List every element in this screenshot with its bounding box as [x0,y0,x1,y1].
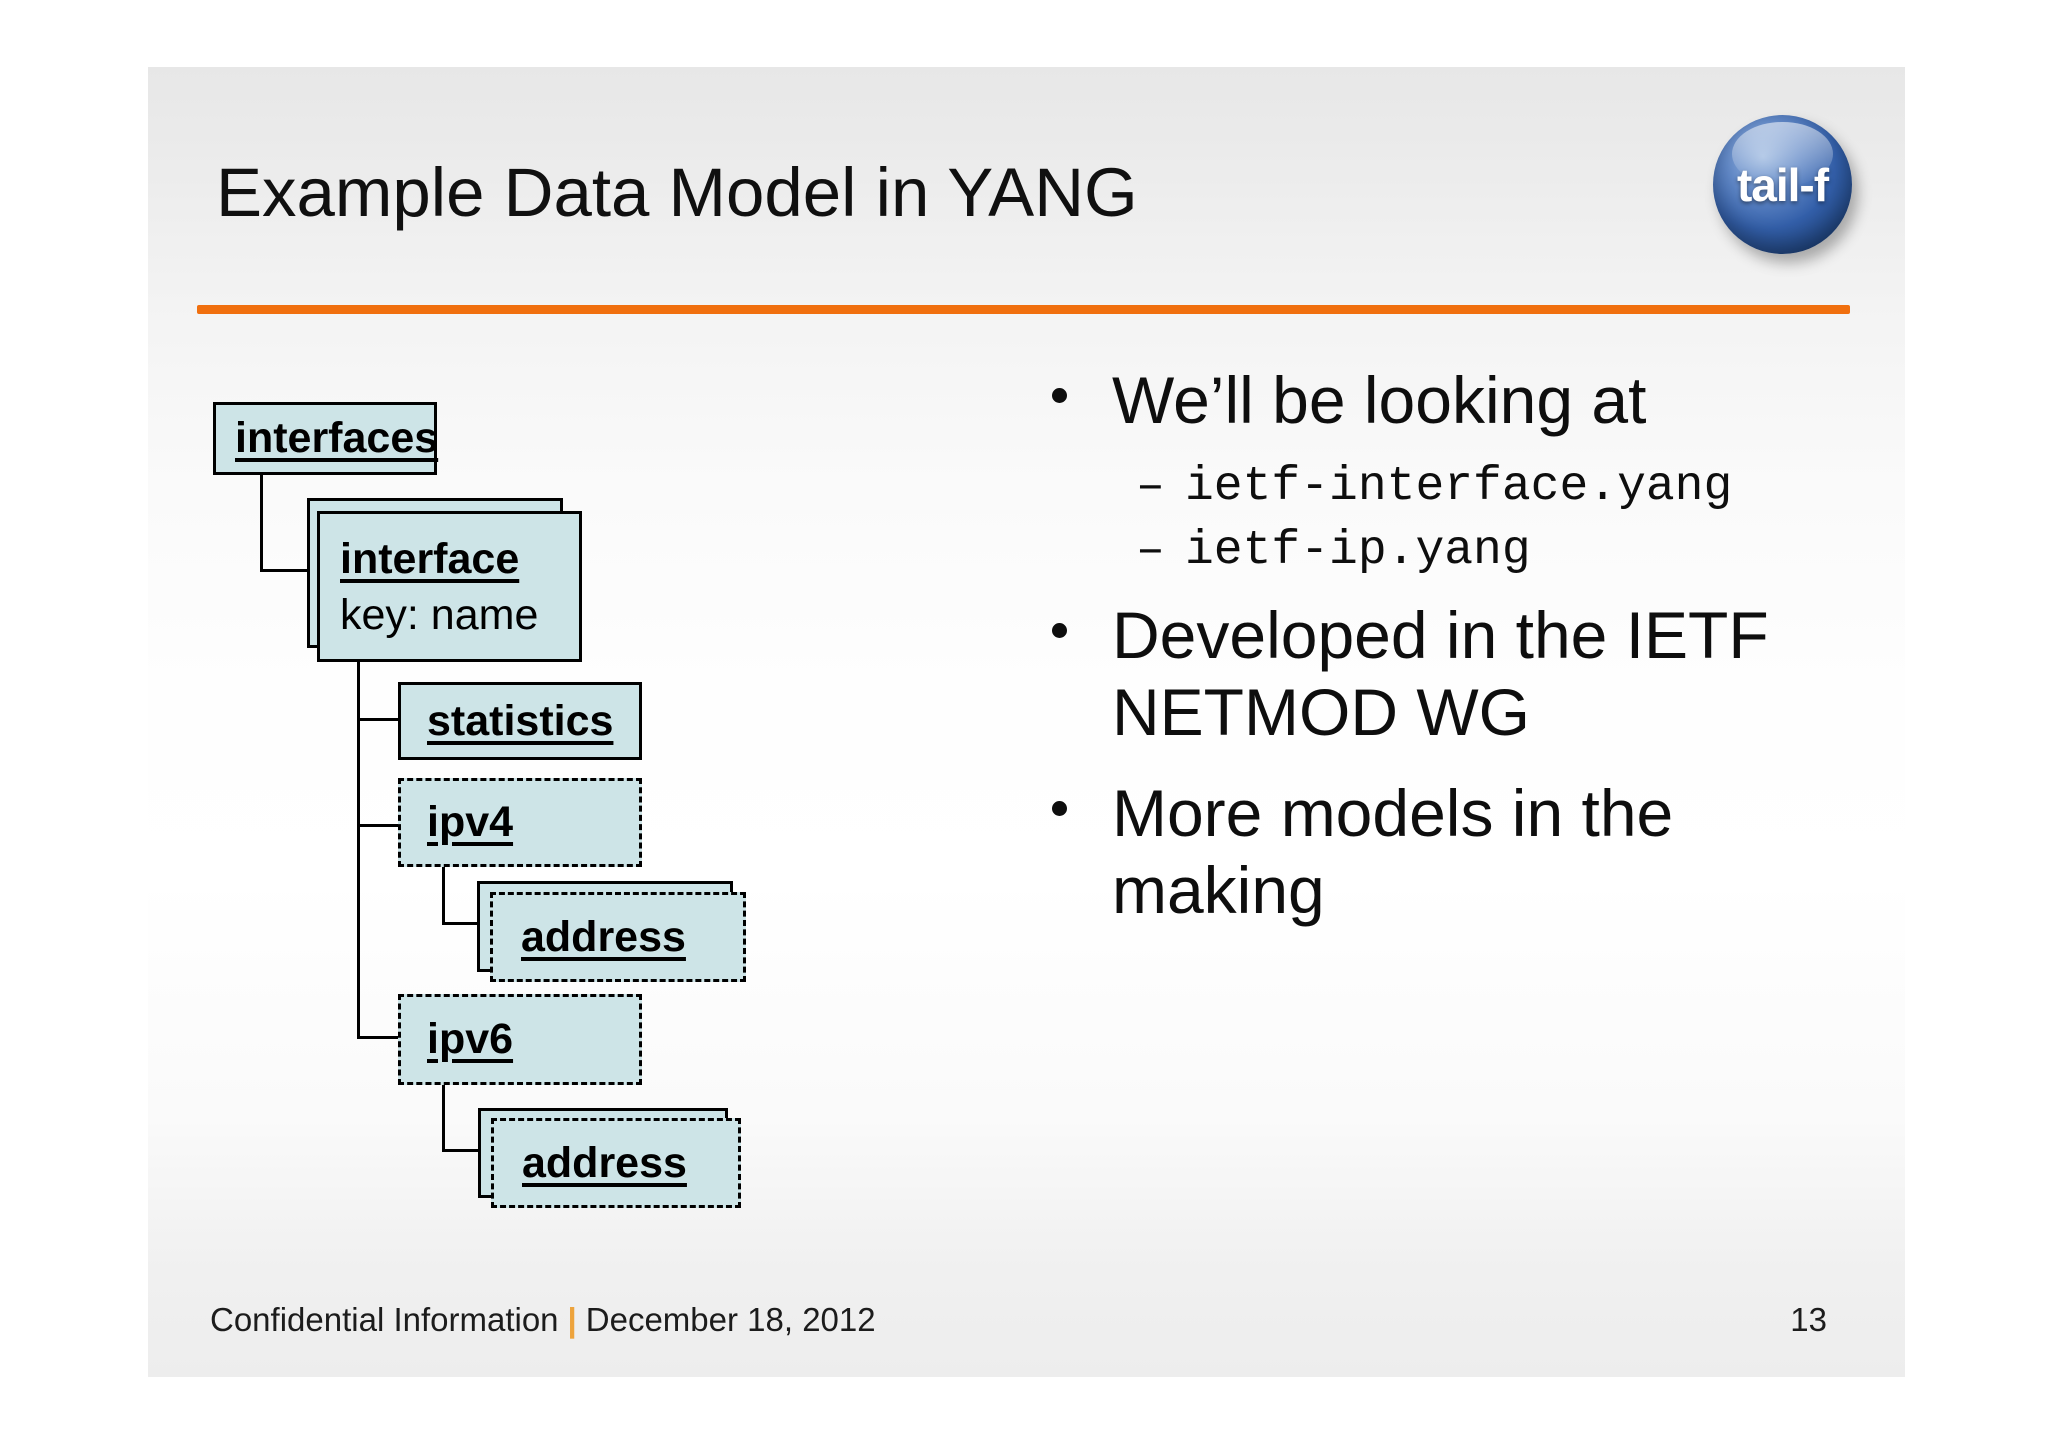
connector-ipv4-branch [360,824,398,827]
footer: Confidential Information|December 18, 20… [210,1301,876,1339]
tailf-logo-icon: tail-f [1713,115,1852,254]
bullet-item-developed-ietf: • Developed in the IETF NETMOD WG [1050,597,1860,751]
sub-bullet-text: ietf-interface.yang [1185,460,1733,514]
node-statistics: statistics [398,682,642,760]
page-number: 13 [1790,1301,1827,1338]
node-interface-key: key: name [340,590,539,639]
sub-bullet-ietf-interface: – ietf-interface.yang [1136,455,1860,519]
logo-gloss [1732,121,1833,186]
sub-bullet-ietf-ip: – ietf-ip.yang [1136,519,1860,583]
node-ipv6-label: ipv6 [427,1015,514,1063]
node-ipv6-address-label: address [522,1138,687,1187]
sub-bullet-text: ietf-ip.yang [1185,524,1531,578]
connector-ipv4-address-vertical [442,866,445,925]
bullet-marker: • [1050,775,1112,929]
connector-ipv6-branch [360,1036,398,1039]
node-interface-label: interface [340,534,520,583]
bullet-marker: • [1050,362,1112,439]
connector-statistics-branch [360,718,398,721]
connector-trunk-vertical [357,662,360,1039]
bullet-text: Developed in the IETF NETMOD WG [1112,598,1769,749]
dash-marker: – [1136,460,1165,514]
dash-marker: – [1136,524,1165,578]
node-ipv6: ipv6 [398,994,642,1085]
connector-ipv6-address-vertical [442,1084,445,1152]
connector-interfaces-horizontal [260,569,307,572]
title-accent-rule [197,305,1850,314]
bullet-list: • We’ll be looking at – ietf-interface.y… [1050,362,1860,929]
node-interface: interface key: name [317,511,582,662]
node-statistics-label: statistics [427,696,614,745]
node-ipv4: ipv4 [398,778,642,867]
logo-text: tail-f [1736,158,1829,211]
node-interfaces-label: interfaces [235,414,439,462]
footer-date: December 18, 2012 [585,1301,876,1338]
node-ipv4-address-label: address [521,912,686,961]
bullet-marker: • [1050,597,1112,751]
node-ipv4-label: ipv4 [427,798,514,846]
sub-bullet-group: – ietf-interface.yang – ietf-ip.yang [1136,455,1860,583]
bullet-item-looking-at: • We’ll be looking at [1050,362,1860,439]
bullet-text: More models in the making [1112,776,1674,927]
node-interfaces: interfaces [213,402,439,475]
bullet-item-more-models: • More models in the making [1050,775,1860,929]
connector-ipv4-address-horizontal [442,922,479,925]
connector-ipv6-address-horizontal [442,1149,480,1152]
node-ipv6-address: address [491,1118,741,1208]
footer-confidential-label: Confidential Information [210,1301,559,1338]
page-title: Example Data Model in YANG [216,154,1138,231]
bullet-text: We’ll be looking at [1112,363,1647,437]
footer-separator: | [567,1301,577,1338]
slide: Example Data Model in YANG tail-f interf… [148,67,1905,1377]
connector-interfaces-vertical [260,475,263,572]
node-ipv4-address: address [490,892,746,982]
